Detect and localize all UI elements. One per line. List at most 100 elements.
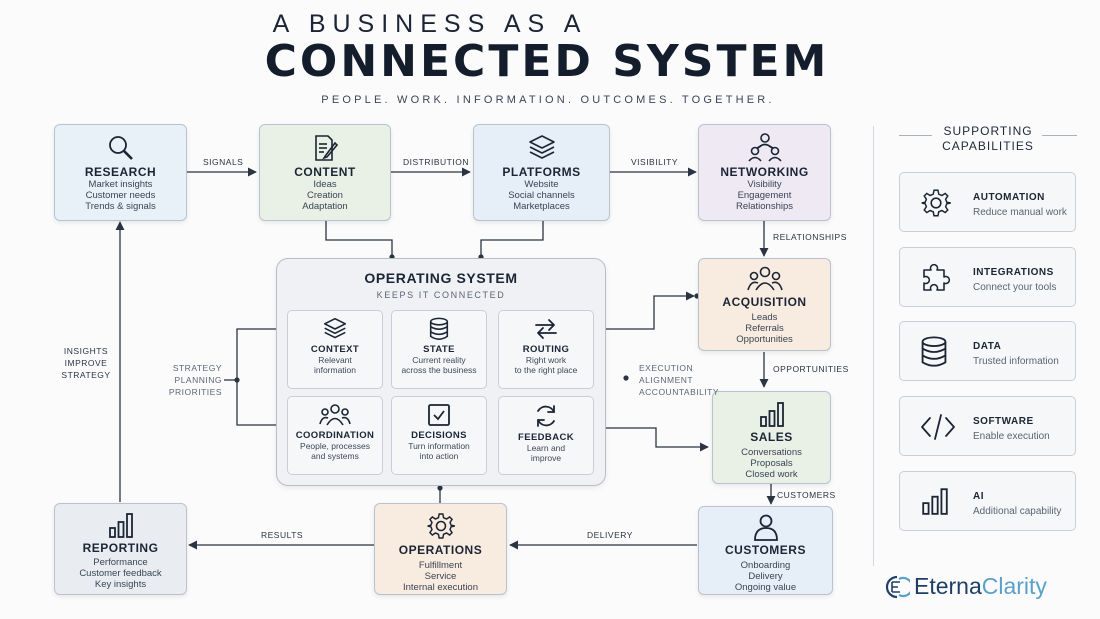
operating-system-panel: OPERATING SYSTEM KEEPS IT CONNECTED CONT…: [276, 258, 606, 486]
database-icon: [921, 336, 947, 367]
person-icon: [753, 514, 778, 541]
page-title: CONNECTED SYSTEM: [264, 36, 830, 87]
platforms-node[interactable]: PLATFORMS Website Social channels Market…: [473, 124, 610, 221]
label-visibility: VISIBILITY: [631, 157, 679, 167]
label-strategy-line: STRATEGY: [172, 363, 222, 373]
research-line: Trends & signals: [85, 201, 156, 212]
reporting-node[interactable]: REPORTING Performance Customer feedback …: [54, 503, 187, 595]
acquisition-line: Leads: [751, 312, 778, 323]
os-cell-line: into action: [419, 451, 459, 461]
os-cell-title: ROUTING: [522, 344, 570, 355]
os-cell-coordination[interactable]: COORDINATION People, processes and syste…: [287, 396, 383, 475]
label-opportunities: OPPORTUNITIES: [773, 364, 849, 374]
customers-line: Delivery: [748, 571, 783, 582]
document-pen-icon: [315, 135, 339, 161]
capability-title: AUTOMATION: [973, 192, 1045, 203]
label-customers: CUSTOMERS: [777, 490, 836, 500]
heading-rule-left: [899, 135, 932, 136]
page-subtitle: PEOPLE. WORK. INFORMATION. OUTCOMES. TOG…: [321, 94, 775, 106]
research-line: Market insights: [88, 179, 153, 190]
networking-line: Relationships: [735, 201, 794, 212]
brand-logo[interactable]: EternaClarity: [883, 571, 1083, 603]
os-cell-state[interactable]: STATE Current reality across the busines…: [391, 310, 487, 389]
reporting-title: REPORTING: [82, 541, 159, 555]
customers-node[interactable]: CUSTOMERS Onboarding Delivery Ongoing va…: [698, 506, 833, 595]
wire-content-os: [325, 221, 393, 257]
code-brackets-icon: [921, 414, 955, 440]
brand-name-part1: Eterna: [914, 573, 982, 599]
os-cell-line: information: [313, 365, 357, 375]
checkbox-icon: [428, 404, 450, 426]
sales-node[interactable]: SALES Conversations Proposals Closed wor…: [712, 391, 831, 484]
layers-icon: [323, 317, 347, 339]
platforms-line: Website: [524, 179, 559, 190]
operations-node[interactable]: OPERATIONS Fulfillment Service Internal …: [374, 503, 507, 595]
acquisition-line: Opportunities: [736, 334, 793, 345]
label-execution-line: ACCOUNTABILITY: [639, 387, 720, 397]
content-line: Ideas: [313, 179, 337, 190]
title-top: A BUSINESS AS A: [272, 10, 588, 38]
capability-desc: Connect your tools: [973, 282, 1057, 293]
operations-line: Fulfillment: [418, 560, 463, 571]
team-icon: [319, 404, 351, 426]
label-distribution: DISTRIBUTION: [403, 157, 469, 167]
content-line: Adaptation: [302, 201, 348, 212]
customers-line: Ongoing value: [734, 582, 797, 593]
capability-title: AI: [973, 491, 984, 502]
capability-automation[interactable]: AUTOMATION Reduce manual work: [899, 172, 1076, 232]
os-cell-feedback[interactable]: FEEDBACK Learn and improve: [498, 396, 594, 475]
operations-line: Internal execution: [403, 582, 478, 593]
content-line: Creation: [307, 190, 343, 201]
wire-os-acquisition: [606, 291, 695, 330]
label-strategy-line: PLANNING: [174, 375, 222, 385]
os-cell-routing[interactable]: ROUTING Right work to the right place: [498, 310, 594, 389]
os-cell-line: People, processes: [300, 441, 370, 451]
label-insights: INSIGHTS IMPROVE STRATEGY: [58, 345, 114, 381]
acquisition-node[interactable]: ACQUISITION Leads Referrals Opportunitie…: [698, 258, 831, 351]
capability-desc: Reduce manual work: [973, 207, 1067, 218]
os-cell-line: to the right place: [514, 365, 578, 375]
research-node[interactable]: RESEARCH Market insights Customer needs …: [54, 124, 187, 221]
os-cell-line: Right work: [525, 355, 567, 365]
os-cell-line: Relevant: [318, 355, 352, 365]
capability-software[interactable]: SOFTWARE Enable execution: [899, 396, 1076, 456]
supporting-heading: SUPPORTING CAPABILITIES: [898, 124, 1078, 154]
reporting-line: Key insights: [94, 579, 147, 590]
sales-line: Proposals: [750, 458, 793, 469]
people-network-icon: [747, 133, 782, 162]
bar-chart-icon: [922, 488, 948, 515]
networking-node[interactable]: NETWORKING Visibility Engagement Relatio…: [698, 124, 831, 221]
label-relationships: RELATIONSHIPS: [773, 232, 847, 242]
capability-integrations[interactable]: INTEGRATIONS Connect your tools: [899, 247, 1076, 307]
os-cell-line: across the business: [401, 365, 477, 375]
heading-rule-right: [1042, 135, 1077, 136]
label-delivery: DELIVERY: [587, 530, 633, 540]
os-cell-line: improve: [530, 453, 562, 463]
capability-desc: Additional capability: [973, 506, 1062, 517]
research-line: Customer needs: [85, 190, 156, 201]
os-cell-title: STATE: [423, 344, 455, 355]
supporting-heading-line: SUPPORTING: [943, 124, 1033, 138]
operations-line: Service: [424, 571, 457, 582]
label-signals: SIGNALS: [203, 157, 244, 167]
database-icon: [429, 317, 449, 340]
brand-name: EternaClarity: [914, 573, 1047, 600]
acquisition-title: ACQUISITION: [722, 295, 807, 309]
content-node[interactable]: CONTENT Ideas Creation Adaptation: [259, 124, 391, 221]
acquisition-line: Referrals: [745, 323, 784, 334]
os-cell-decisions[interactable]: DECISIONS Turn information into action: [391, 396, 487, 475]
networking-line: Visibility: [747, 179, 782, 190]
platforms-line: Social channels: [508, 190, 575, 201]
wire-os-strategy-loop: [236, 328, 276, 426]
customers-title: CUSTOMERS: [725, 543, 806, 557]
os-cell-title: COORDINATION: [295, 430, 375, 441]
label-execution-line: ALIGNMENT: [639, 375, 694, 385]
wire-os-sales: [606, 427, 709, 452]
research-title: RESEARCH: [84, 165, 157, 179]
capability-ai[interactable]: AI Additional capability: [899, 471, 1076, 531]
os-cell-context[interactable]: CONTEXT Relevant information: [287, 310, 383, 389]
capability-data[interactable]: DATA Trusted information: [899, 321, 1076, 381]
gear-icon: [426, 513, 455, 539]
layers-icon: [528, 135, 555, 159]
